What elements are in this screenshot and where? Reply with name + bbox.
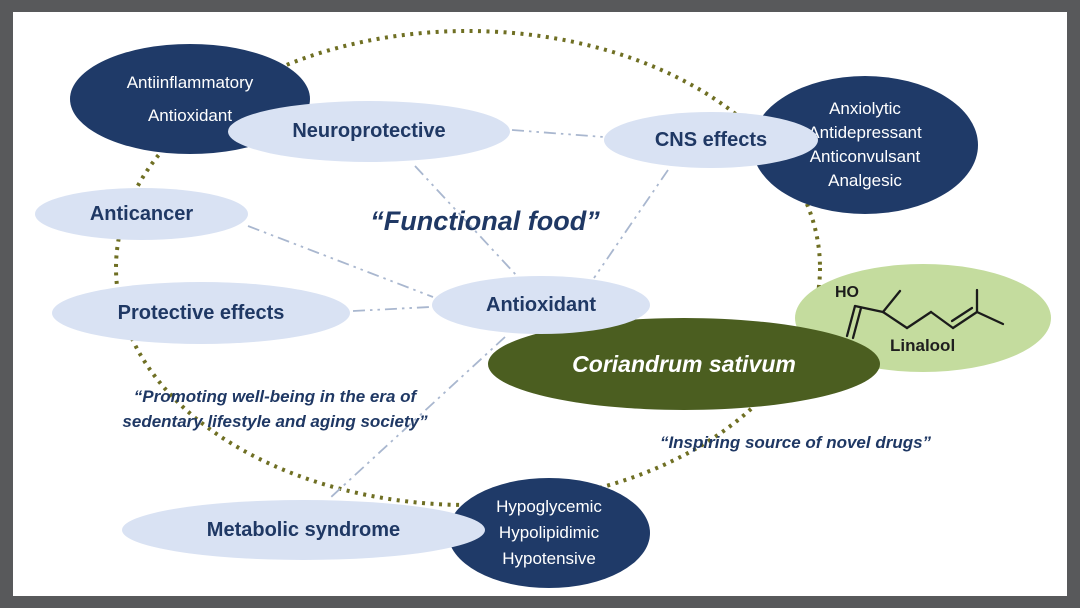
bubble-label: Antioxidant: [486, 293, 596, 316]
skeletal-bonds: [845, 288, 1005, 340]
dotted-boundary-ellipse: [114, 29, 822, 507]
hydroxyl-label: HO: [835, 284, 859, 301]
bubble-line: Anxiolytic: [829, 99, 901, 118]
linalool-structure-drawing: HO: [835, 284, 1005, 340]
bubble-line: Hypolipidimic: [498, 523, 600, 542]
bubble-line: Anticonvulsant: [809, 147, 921, 166]
connector-neuroprotective-antioxidant: [414, 165, 518, 277]
bubble-label: Anticancer: [89, 202, 194, 225]
connector-cns-antioxidant: [593, 169, 669, 279]
connector-anticancer-antioxidant: [247, 225, 434, 298]
bubble-neuroprotective: Neuroprotective: [228, 101, 510, 162]
quote-promoting-wellbeing: “Promoting well-being in the era of sede…: [80, 384, 470, 434]
quote-inspiring-source: “Inspiring source of novel drugs”: [659, 433, 932, 452]
bubble-label: Neuroprotective: [292, 120, 446, 142]
bubble-label: Metabolic syndrome: [206, 518, 401, 541]
bubble-label: Protective effects: [117, 301, 285, 324]
connector-neuroprotective-cns: [511, 129, 605, 138]
bubble-anticancer: Anticancer: [35, 188, 248, 240]
bubble-line: Antioxidant: [147, 105, 233, 125]
bubble-line: Antidepressant: [808, 123, 922, 142]
connector-lines: [247, 129, 669, 499]
bubble-line: Hypoglycemic: [496, 497, 602, 516]
bubble-metabolic-syndrome: Metabolic syndrome: [122, 500, 485, 560]
bubble-line: Analgesic: [828, 171, 902, 190]
bubble-cns-effects: CNS effects: [604, 112, 818, 168]
functional-food-title: “Functional food”: [370, 206, 600, 236]
bubble-line: Antiinflammatory: [126, 72, 254, 92]
bubble-antioxidant: Antioxidant: [432, 276, 650, 334]
bubble-label: CNS effects: [654, 128, 768, 151]
bubble-label: Coriandrum sativum: [572, 350, 796, 377]
connector-protective-antioxidant: [352, 306, 431, 312]
quote-line: “Promoting well-being in the era of: [133, 387, 417, 406]
bubble-line: Hypotensive: [502, 549, 596, 568]
connector-antioxidant-metabolic: [329, 336, 506, 499]
linalool-label: Linalool: [890, 336, 956, 355]
bubble-protective-effects: Protective effects: [52, 282, 350, 344]
quote-line: sedentary lifestyle and aging society”: [122, 412, 428, 431]
